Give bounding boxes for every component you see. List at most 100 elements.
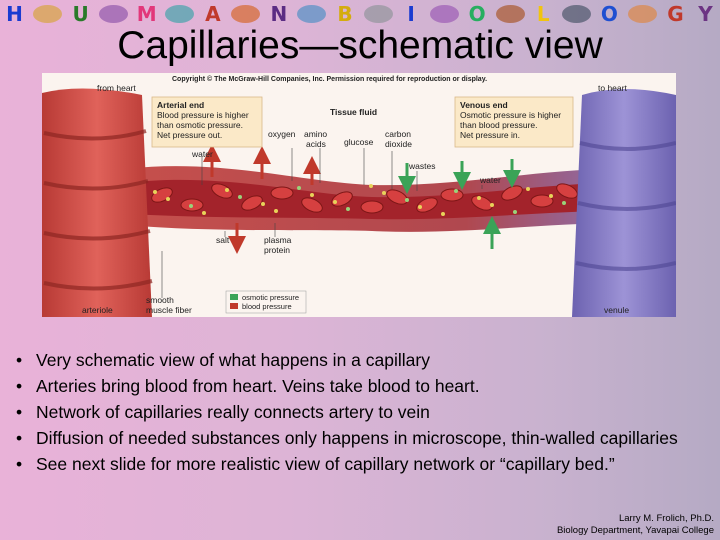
arterial-end-line-2: than osmotic pressure. <box>157 120 243 130</box>
water-left-label: water <box>191 149 213 159</box>
to-heart-label: to heart <box>598 83 627 93</box>
solute-dot <box>513 210 517 214</box>
banner-letter <box>33 5 63 23</box>
red-blood-cell <box>211 183 233 199</box>
arterial-end-line-1: Blood pressure is higher <box>157 110 249 120</box>
banner-letter <box>99 5 129 23</box>
solute-dot <box>225 188 229 192</box>
tissue-fluid-label: Tissue fluid <box>330 107 377 117</box>
solute-dot <box>310 193 314 197</box>
bullet-list: Very schematic view of what happens in a… <box>16 350 708 480</box>
arteriole-label: arteriole <box>82 305 113 315</box>
red-blood-cell <box>471 195 493 211</box>
solute-dot <box>441 212 445 216</box>
acids-label: acids <box>306 139 326 149</box>
solute-dot <box>346 207 350 211</box>
smooth-label: smooth <box>146 295 174 305</box>
banner-letter: I <box>407 2 415 26</box>
red-blood-cell <box>416 197 438 213</box>
arterial-end-title: Arterial end <box>157 100 204 110</box>
venous-end-box <box>454 96 574 148</box>
venous-end-line-2: than blood pressure. <box>460 120 538 130</box>
solute-dot <box>333 200 337 204</box>
red-blood-cell <box>360 200 384 214</box>
protein-label: protein <box>264 245 290 255</box>
red-blood-cell <box>270 186 294 200</box>
banner-letter: O <box>600 2 618 26</box>
banner-letter <box>429 5 459 23</box>
banner-letter: M <box>136 2 157 26</box>
solute-dot <box>405 198 409 202</box>
legend-blood-pressure: blood pressure <box>242 302 292 311</box>
red-blood-cell <box>556 183 578 199</box>
red-blood-cell <box>301 197 323 213</box>
arterial-end-box <box>151 96 263 148</box>
muscle-fiber-label: muscle fiber <box>146 305 192 315</box>
banner-letter: U <box>72 2 89 26</box>
author-name: Larry M. Frolich, Ph.D. <box>618 513 714 524</box>
solute-dot <box>418 205 422 209</box>
banner-letter <box>495 5 525 23</box>
venous-end-line-1: Osmotic pressure is higher <box>460 110 561 120</box>
leader-lines <box>161 148 483 298</box>
red-blood-cell <box>530 194 554 208</box>
banner-letter: G <box>667 2 684 26</box>
solute-dot <box>274 209 278 213</box>
solute-dot <box>261 202 265 206</box>
from-heart-label: from heart <box>97 83 136 93</box>
solute-dot <box>238 195 242 199</box>
banner-letter <box>231 5 261 23</box>
capillary-diagram-svg: Copyright © The McGraw-Hill Companies, I… <box>42 73 676 317</box>
amino-label: amino <box>304 129 327 139</box>
banner-letter: B <box>337 2 353 26</box>
pressure-arrows <box>203 144 521 254</box>
solute-dot <box>562 201 566 205</box>
oxygen-label: oxygen <box>268 129 296 139</box>
solute-dot <box>153 190 157 194</box>
salt-label: salt <box>216 235 230 245</box>
solute-dot <box>297 186 301 190</box>
legend-swatch-blood <box>230 303 238 309</box>
arteriole-vessel <box>42 88 152 317</box>
bullet-item: Very schematic view of what happens in a… <box>16 350 708 371</box>
solute-dot <box>490 203 494 207</box>
carbon-label: carbon <box>385 129 411 139</box>
venous-end-title: Venous end <box>460 100 508 110</box>
solute-dot <box>549 194 553 198</box>
legend-osmotic-pressure: osmotic pressure <box>242 293 299 302</box>
bullet-item: Diffusion of needed substances only happ… <box>16 428 708 449</box>
venous-end-line-3: Net pressure in. <box>460 130 520 140</box>
slide-title: Capillaries—schematic view <box>117 24 603 67</box>
banner-letter: O <box>468 2 486 26</box>
capillary-diagram: Copyright © The McGraw-Hill Companies, I… <box>42 73 676 317</box>
solute-dot <box>166 197 170 201</box>
glucose-label: glucose <box>344 137 374 147</box>
solute-dot <box>454 189 458 193</box>
banner-letter: A <box>205 2 221 26</box>
red-blood-cell <box>440 188 464 202</box>
solute-dot <box>369 184 373 188</box>
arterial-end-line-3: Net pressure out. <box>157 130 222 140</box>
legend-swatch-osmotic <box>230 294 238 300</box>
author-department: Biology Department, Yavapai College <box>556 525 714 536</box>
bullet-item: Network of capillaries really connects a… <box>16 402 708 423</box>
banner-letter <box>297 5 327 23</box>
bullet-item: See next slide for more realistic view o… <box>16 454 708 475</box>
banner-letter: H <box>6 2 23 26</box>
banner-letter <box>561 5 591 23</box>
author-credit: Larry M. Frolich, Ph.D. Biology Departme… <box>557 513 714 537</box>
solute-dot <box>526 187 530 191</box>
copyright-notice: Copyright © The McGraw-Hill Companies, I… <box>172 75 487 83</box>
solute-dot <box>382 191 386 195</box>
banner-letter: L <box>536 2 550 26</box>
banner-letter: Y <box>698 2 713 26</box>
dioxide-label: dioxide <box>385 139 412 149</box>
banner-letter: N <box>270 2 288 26</box>
banner-letter <box>363 5 393 23</box>
venule-rings <box>575 141 676 271</box>
bullet-item: Arteries bring blood from heart. Veins t… <box>16 376 708 397</box>
banner-letter <box>627 5 657 23</box>
solute-dot <box>202 211 206 215</box>
